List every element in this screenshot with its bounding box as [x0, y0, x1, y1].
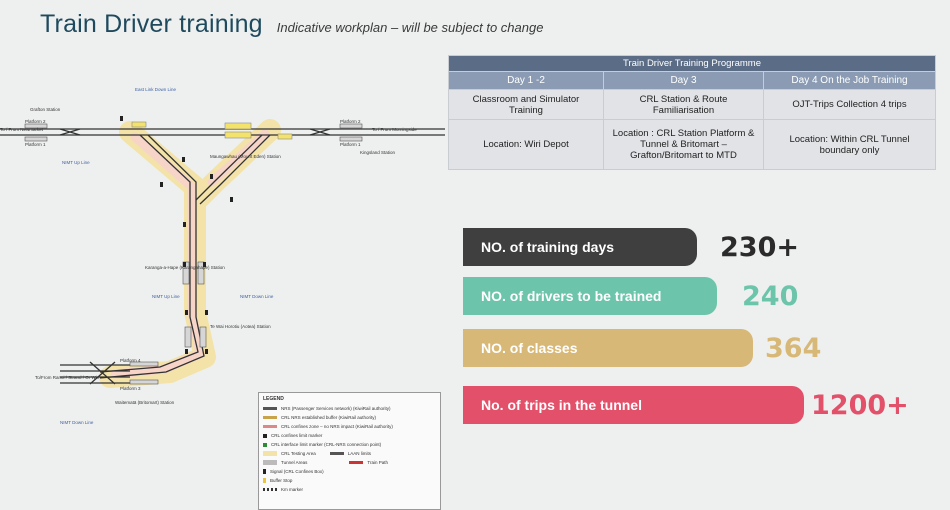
activity-cell: CRL Station & Route Familiarisation	[603, 89, 764, 120]
table-row: Location: Wiri Depot Location : CRL Stat…	[448, 119, 936, 170]
legend-swatch	[263, 433, 267, 438]
map-label-nimt-up-lower: NIMT Up Line	[152, 294, 180, 299]
map-label-quay: To/From Ranui / Strand / Or Wiri	[35, 375, 100, 380]
legend-swatch	[263, 478, 266, 483]
legend-item-label: CRL interface limit marker (CRL-NRS conn…	[271, 442, 382, 447]
map-label-nimt-down-lower: NIMT Down Line	[60, 420, 94, 425]
track-diagram: Grafton Station Platform 2 Platform 1 To…	[0, 82, 445, 510]
legend-item: Signal (CRL Confines Box)	[263, 467, 436, 476]
map-label-tewaihorotiu: Te Wai Horotiu (Aotea) Station	[210, 324, 271, 329]
stat-bar: NO. of classes	[463, 329, 753, 367]
map-label-kingsland: Kingsland Station	[360, 150, 396, 155]
activity-cell: OJT-Trips Collection 4 trips	[763, 89, 936, 120]
legend-item-label: NRS (Passenger Services network) (KiwiRa…	[281, 406, 391, 411]
column-header-day-3: Day 3	[603, 71, 764, 90]
stat-bar: NO. of drivers to be trained	[463, 277, 717, 315]
map-label-morningside: To / From Morningside	[372, 127, 417, 132]
legend-item-label: Tunnel Areas	[281, 460, 308, 465]
legend-item-label: Signal (CRL Confines Box)	[270, 469, 324, 474]
platforms	[24, 123, 363, 385]
stat-value: 364	[765, 332, 822, 364]
map-label-platform2-left: Platform 2	[25, 119, 46, 124]
map-label-waitemata: Waitematā (Britomart) Station	[115, 400, 175, 405]
location-cell: Location : CRL Station Platform & Tunnel…	[603, 119, 764, 170]
legend-swatch	[263, 407, 277, 410]
legend-swatch	[263, 488, 277, 491]
map-label-karangahape: Karanga-a-Hape (Karangahape) Station	[145, 265, 225, 270]
signal-boxes	[131, 121, 293, 140]
legend-swatch	[329, 452, 344, 455]
legend-item: CRL Testing Area LAAN limits	[263, 449, 436, 458]
map-label-maungawhau: Maungawhau (Mount Eden) Station	[210, 154, 281, 159]
legend-item: CRL interface limit marker (CRL-NRS conn…	[263, 440, 436, 449]
legend-swatch	[263, 460, 277, 465]
legend-swatch	[263, 425, 277, 428]
column-header-day-4: Day 4 On the Job Training	[763, 71, 936, 90]
stat-value: 1200+	[811, 389, 909, 421]
location-cell: Location: Wiri Depot	[448, 119, 604, 170]
legend-item: CRL confines zone – no NRS impact (KiwiR…	[263, 422, 436, 431]
map-label-platform1-left: Platform 1	[25, 142, 46, 147]
stat-bar: No. of trips in the tunnel	[463, 386, 804, 424]
map-label-platform1-right: Platform 1	[340, 142, 361, 147]
legend-swatch	[349, 461, 364, 464]
legend-swatch	[263, 469, 266, 474]
map-label-newmarket: To / From Newmarket	[0, 127, 44, 132]
stat-label: NO. of drivers to be trained	[481, 288, 662, 304]
map-label-platform3: Platform 3	[120, 386, 141, 391]
stat-label: No. of trips in the tunnel	[481, 397, 642, 413]
legend-item-label: Train Path	[367, 460, 388, 465]
stat-label: NO. of classes	[481, 340, 578, 356]
location-cell: Location: Within CRL Tunnel boundary onl…	[763, 119, 936, 170]
legend-item: Buffer Stop	[263, 476, 436, 485]
legend-item-label: CRL confines zone – no NRS impact (KiwiR…	[281, 424, 393, 429]
column-header-day-1-2: Day 1 -2	[448, 71, 604, 90]
legend-item-label: Km marker	[281, 487, 304, 492]
legend-swatch	[263, 451, 277, 456]
legend-item: Tunnel Areas Train Path	[263, 458, 436, 467]
track-diagram-svg	[0, 116, 445, 388]
table-title: Train Driver Training Programme	[448, 55, 936, 72]
training-programme-table: Train Driver Training Programme Day 1 -2…	[448, 55, 936, 170]
map-label-platform4: Platform 4	[120, 358, 141, 363]
activity-cell: Classroom and Simulator Training	[448, 89, 604, 120]
legend-item: NRS (Passenger Services network) (KiwiRa…	[263, 404, 436, 413]
page-title: Train Driver training	[40, 10, 263, 38]
signals	[120, 116, 233, 354]
legend-item-label: CRL NRS established buffer (KiwiRail aut…	[281, 415, 377, 420]
stat-value: 230+	[720, 231, 799, 263]
stat-label: NO. of training days	[481, 239, 615, 255]
legend-item-label: CRL confines limit marker	[271, 433, 323, 438]
legend-item-label: LAAN limits	[347, 451, 372, 456]
legend-item: Km marker	[263, 485, 436, 494]
legend-swatch	[263, 416, 277, 419]
map-label-platform2-right: Platform 2	[340, 119, 361, 124]
stat-value: 240	[742, 280, 799, 312]
legend-item-label: Buffer Stop	[270, 478, 293, 483]
map-label-nimt-down: NIMT Down Line	[240, 294, 274, 299]
map-legend: LEGEND NRS (Passenger Services network) …	[258, 392, 441, 510]
legend-item-label: CRL Testing Area	[281, 451, 316, 456]
page-subtitle: Indicative workplan – will be subject to…	[276, 20, 544, 35]
legend-swatch	[263, 442, 267, 447]
legend-item: CRL confines limit marker	[263, 431, 436, 440]
stat-bar: NO. of training days	[463, 228, 697, 266]
map-label-east-link: East Link Down Line	[135, 87, 177, 92]
legend-item: CRL NRS established buffer (KiwiRail aut…	[263, 413, 436, 422]
map-label-grafton: Grafton Station	[30, 107, 61, 112]
table-row: Classroom and Simulator Training CRL Sta…	[448, 89, 936, 120]
header: Train Driver training Indicative workpla…	[40, 10, 543, 50]
legend-title: LEGEND	[263, 396, 284, 402]
map-label-nimt-up: NIMT Up Line	[62, 160, 90, 165]
